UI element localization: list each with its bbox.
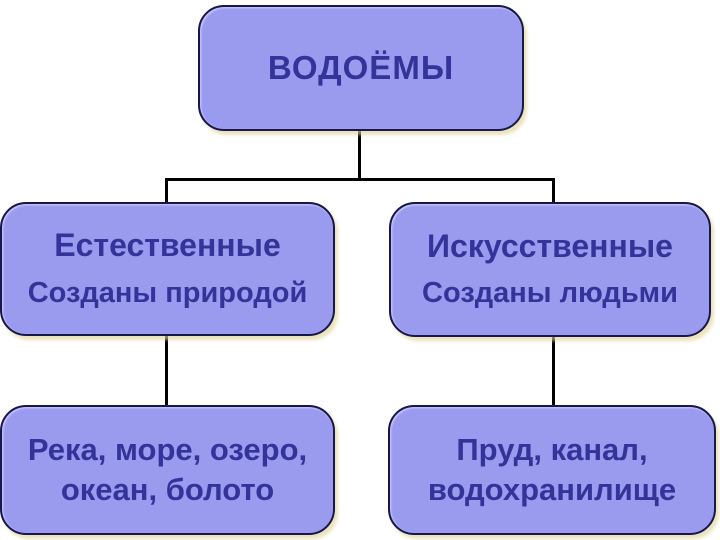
node-artificial-subtitle: Созданы людьми <box>422 277 678 310</box>
node-root: ВОДОЁМЫ <box>198 5 524 131</box>
connector-left-stub <box>165 178 168 204</box>
node-natural: Естественные Созданы природой <box>0 202 335 336</box>
connector-branch-bar <box>165 178 555 181</box>
connector-right-stub <box>552 178 555 204</box>
node-root-label: ВОДОЁМЫ <box>267 49 455 86</box>
node-artificial-examples: Пруд, канал, водохранилище <box>388 405 716 535</box>
node-natural-examples: Река, море, озеро, океан, болото <box>0 405 335 535</box>
node-artificial-examples-line2: водохранилище <box>427 472 677 507</box>
connector-left-lower <box>165 334 168 407</box>
node-artificial-examples-line1: Пруд, канал, <box>456 431 648 467</box>
node-natural-subtitle: Созданы природой <box>27 276 308 309</box>
node-artificial: Искусственные Созданы людьми <box>389 202 711 337</box>
node-natural-title: Естественные <box>54 227 281 264</box>
connector-right-lower <box>552 335 555 407</box>
node-natural-examples-line2: океан, болото <box>60 472 275 507</box>
connector-root-stem <box>358 130 361 180</box>
node-natural-examples-line1: Река, море, озеро, <box>27 431 308 467</box>
node-artificial-title: Искусственные <box>427 227 673 264</box>
